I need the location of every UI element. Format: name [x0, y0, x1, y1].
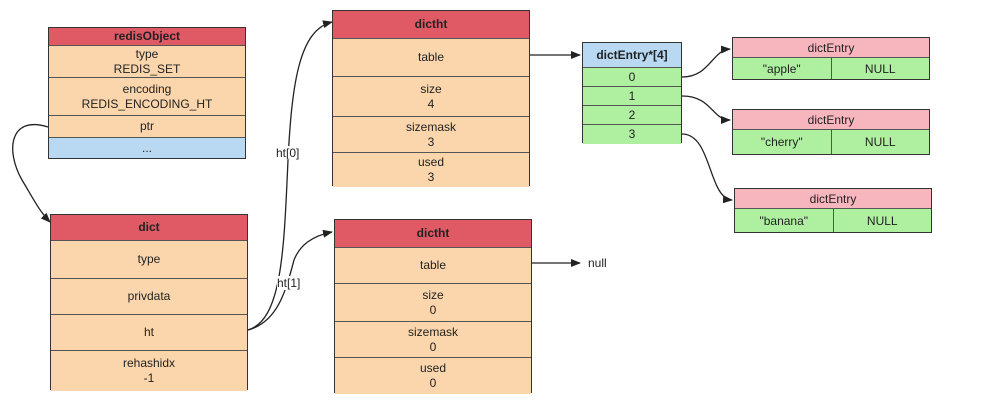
dict-type-field: type: [51, 241, 247, 279]
dictht-0-table-field: table: [333, 39, 529, 77]
dictentry-banana: dictEntry "banana" NULL: [734, 188, 932, 233]
slot0-to-apple-arrow: [681, 45, 731, 78]
ht1-label: ht[1]: [277, 276, 301, 290]
dictentry-apple: dictEntry "apple" NULL: [732, 37, 930, 80]
redisobject-ptr-field: ptr: [49, 116, 245, 138]
dict-header: dict: [51, 215, 247, 241]
null-label: null: [588, 256, 607, 270]
dictentry-apple-value: NULL: [831, 58, 929, 79]
array-slot-0: 0: [583, 68, 681, 87]
slot1-to-cherry-arrow: [681, 95, 731, 124]
dictentry-array-header: dictEntry*[4]: [583, 43, 681, 68]
ht0-label: ht[0]: [276, 146, 300, 160]
dictht-1-table-field: table: [335, 248, 531, 284]
dictentry-banana-value: NULL: [833, 209, 931, 232]
dictentry-apple-key: "apple": [733, 58, 832, 79]
array-slot-3: 3: [583, 125, 681, 144]
dictentry-cherry: dictEntry "cherry" NULL: [732, 109, 930, 155]
dictentry-cherry-header: dictEntry: [733, 110, 929, 130]
dict-ht-field: ht: [51, 315, 247, 351]
ptr-to-dict-arrow: [12, 124, 51, 223]
dict-rehashidx-field: rehashidx-1: [51, 351, 247, 391]
dictentry-cherry-value: NULL: [831, 130, 929, 154]
dictentry-apple-header: dictEntry: [733, 38, 929, 58]
array-slot-1: 1: [583, 87, 681, 106]
dictentry-cherry-key: "cherry": [733, 130, 832, 154]
dictht-0-header: dictht: [333, 11, 529, 39]
redisobject-header: redisObject: [49, 28, 245, 46]
dict-struct: dict type privdata ht rehashidx-1: [50, 214, 248, 391]
dictentry-banana-key: "banana": [735, 209, 834, 232]
dictht-1-header: dictht: [335, 220, 531, 248]
redisobject-ellipsis-field: ...: [49, 138, 245, 158]
dict-privdata-field: privdata: [51, 279, 247, 315]
dictentry-banana-header: dictEntry: [735, 189, 931, 209]
dictentry-array: dictEntry*[4] 0 1 2 3: [582, 42, 682, 144]
array-slot-2: 2: [583, 106, 681, 125]
slot3-to-banana-arrow: [681, 133, 733, 204]
